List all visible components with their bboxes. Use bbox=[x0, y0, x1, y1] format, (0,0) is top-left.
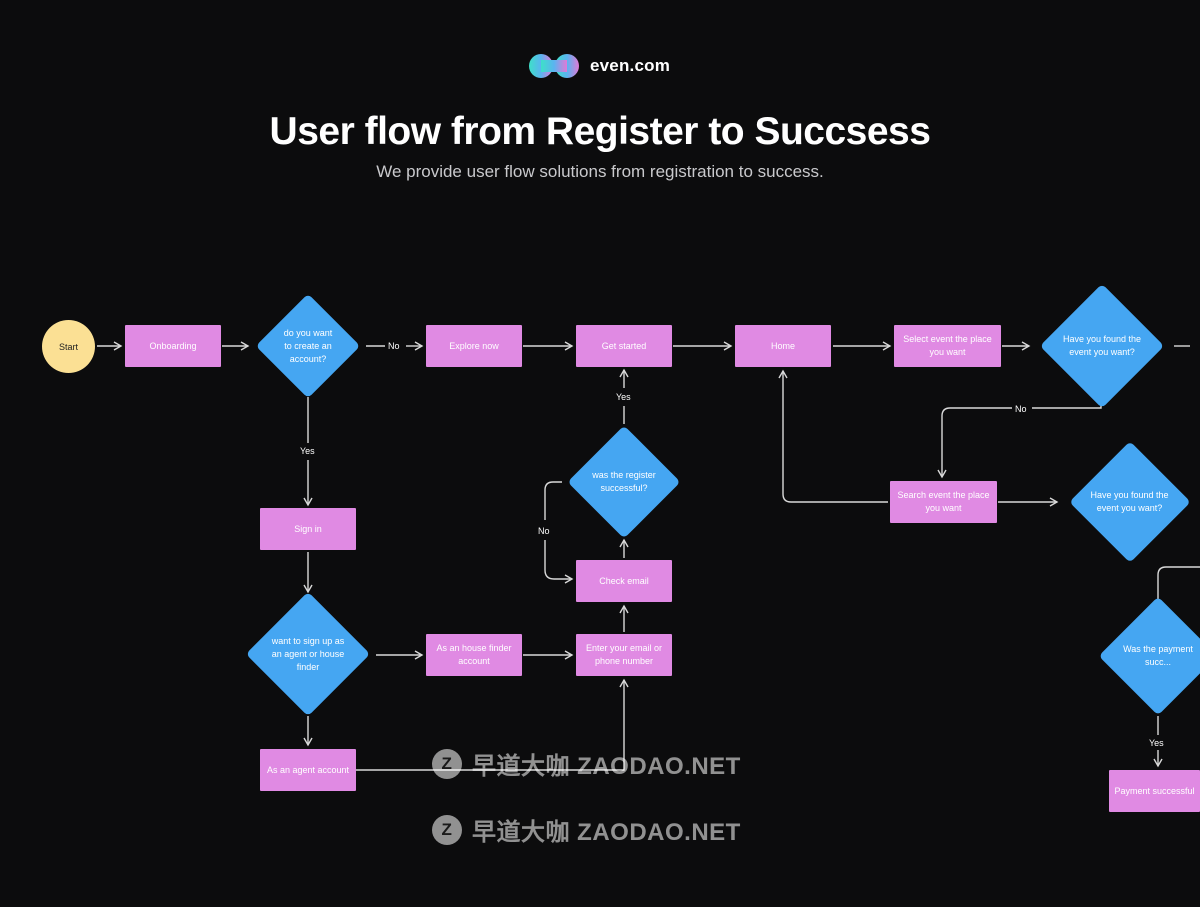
watermark-logo-icon: Z bbox=[432, 748, 462, 779]
onboarding-box: Onboarding bbox=[125, 325, 221, 367]
decision-register-success-label: was the register successful? bbox=[592, 470, 656, 493]
decision-found-event-2: Have you found the event you want? bbox=[1059, 441, 1200, 563]
watermark-text: 早道大咖 ZAODAO.NET bbox=[472, 819, 741, 846]
page-subtitle: We provide user flow solutions from regi… bbox=[376, 162, 824, 181]
decision-payment-success-label: Was the payment succ... bbox=[1123, 644, 1193, 667]
decision-found-event-1-label: Have you found the event you want? bbox=[1062, 334, 1142, 357]
watermark-logo-icon: Z bbox=[432, 814, 462, 845]
connector bbox=[1157, 566, 1200, 602]
decision-sign-up-type: want to sign up as an agent or house fin… bbox=[241, 591, 375, 717]
decision-register-success: was the register successful? bbox=[562, 425, 686, 539]
watermark-text: 早道大咖 ZAODAO.NET bbox=[472, 753, 741, 780]
decision-found-event-1: Have you found the event you want? bbox=[1031, 283, 1173, 409]
watermark: Z 早道大咖 ZAODAO.NET bbox=[432, 746, 741, 781]
branch-label-no: No bbox=[388, 341, 400, 351]
house-finder-account-box: As an house finder account bbox=[426, 634, 522, 676]
brand-logo-icon bbox=[529, 54, 579, 78]
branch-label-yes: Yes bbox=[1149, 738, 1164, 748]
get-started-box: Get started bbox=[576, 325, 672, 367]
branch-label-yes: Yes bbox=[300, 446, 315, 456]
brand-name: even.com bbox=[590, 56, 671, 75]
enter-email-box: Enter your email or phone number bbox=[576, 634, 672, 676]
decision-found-event-2-label: Have you found the event you want? bbox=[1090, 490, 1169, 513]
watermark: Z 早道大咖 ZAODAO.NET bbox=[432, 812, 741, 847]
decision-payment-success: Was the payment succ... bbox=[1086, 596, 1200, 716]
decision-sign-up-type-label: want to sign up as an agent or house fin… bbox=[271, 635, 345, 672]
check-email-box: Check email bbox=[576, 560, 672, 602]
connector bbox=[544, 540, 574, 584]
agent-account-box: As an agent account bbox=[260, 749, 356, 791]
connector bbox=[1032, 402, 1102, 409]
decision-create-account: do you want to create an account? bbox=[250, 293, 366, 399]
select-event-box: Select event the place you want bbox=[894, 325, 1001, 367]
branch-label-yes: Yes bbox=[616, 392, 631, 402]
connector bbox=[937, 407, 1012, 479]
start-node: Start bbox=[42, 320, 95, 373]
connector bbox=[778, 369, 888, 503]
decision-create-account-label: do you want to create an account? bbox=[283, 327, 333, 364]
home-box: Home bbox=[735, 325, 831, 367]
payment-successful-box: Payment successful bbox=[1109, 770, 1200, 812]
connector bbox=[544, 481, 562, 520]
brand: even.com bbox=[528, 52, 670, 80]
explore-now-box: Explore now bbox=[426, 325, 522, 367]
branch-label-no: No bbox=[538, 526, 550, 536]
page-title: User flow from Register to Succsess bbox=[269, 110, 931, 153]
sign-in-box: Sign in bbox=[260, 508, 356, 550]
search-event-box: Search event the place you want bbox=[890, 481, 997, 523]
branch-label-no: No bbox=[1015, 404, 1027, 414]
